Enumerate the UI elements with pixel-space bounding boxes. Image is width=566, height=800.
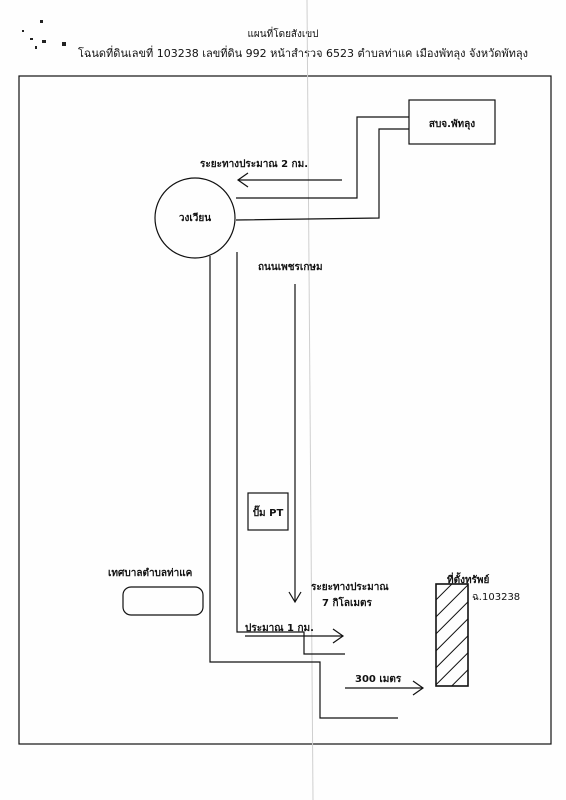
distance-2km-label: ระยะทางประมาณ 2 กม. [200, 159, 309, 170]
municipality-label: เทศบาลตำบลท่าแค [108, 568, 193, 579]
office-label: สบจ.พัทลุง [428, 119, 476, 130]
property-plot [435, 583, 469, 687]
gas-station-box [247, 492, 289, 531]
deed-description: โฉนดที่ดินเลขที่ 103238 เลขที่ดิน 992 หน… [77, 47, 529, 60]
main-road [209, 252, 398, 719]
fold-line [306, 0, 314, 800]
distance-1km-label: ประมาณ 1 กม. [245, 623, 314, 634]
arrow-2km [236, 172, 342, 188]
scan-specks [22, 20, 66, 49]
distance-300m-label: 300 เมตร [355, 674, 402, 685]
road-name-label: ถนนเพชรเกษม [258, 262, 323, 273]
map-frame [18, 75, 552, 745]
office-road [235, 116, 409, 221]
distance-7km-label-line2: 7 กิโลเมตร [322, 598, 372, 609]
office-box [408, 99, 496, 145]
arrow-1km [245, 628, 345, 644]
roundabout-label: วงเวียน [178, 213, 212, 224]
map-title: แผนที่โดยสังเขป [247, 29, 319, 40]
distance-7km-label-line1: ระยะทางประมาณ [311, 582, 389, 593]
property-label: ที่ตั้งทรัพย์ [447, 575, 490, 586]
gas-station-label: ปั๊ม PT [252, 508, 284, 519]
arrow-7km [288, 284, 302, 604]
arrow-300m [345, 680, 425, 696]
deed-number-label: ฉ.103238 [472, 592, 521, 603]
roundabout-circle [154, 177, 236, 259]
municipality-box [122, 586, 204, 616]
